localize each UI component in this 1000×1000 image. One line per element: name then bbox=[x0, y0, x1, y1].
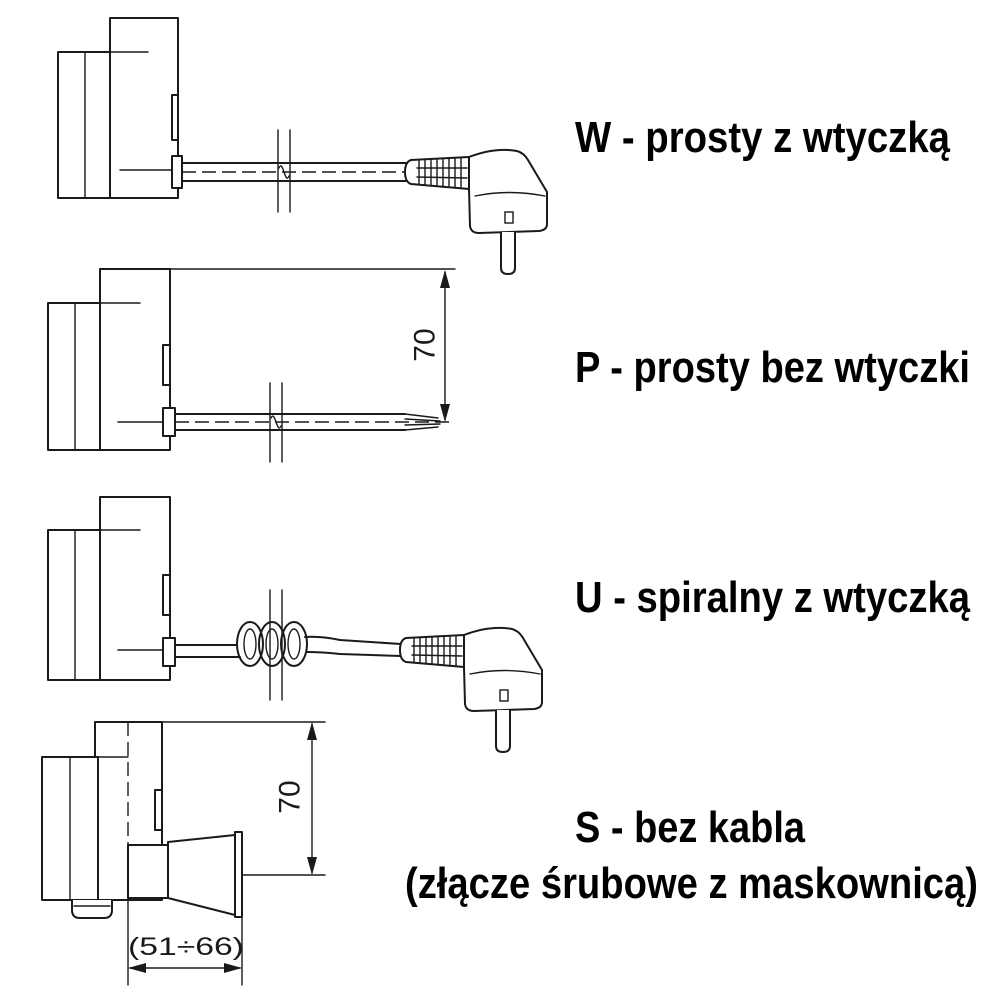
variant-w-label: W - prosty z wtyczką bbox=[575, 113, 950, 162]
side-button bbox=[162, 344, 171, 386]
plug-pin bbox=[495, 710, 511, 753]
thermostat-body bbox=[109, 17, 179, 199]
cover-flange bbox=[234, 831, 243, 918]
height-dimension: 70 bbox=[409, 270, 450, 422]
front-panel bbox=[47, 529, 101, 681]
plug-body bbox=[468, 148, 548, 234]
variant-s-drawing: 70 (51÷66) bbox=[41, 721, 326, 986]
bottom-knob bbox=[71, 900, 113, 919]
plug-earth-contact bbox=[499, 689, 509, 702]
plug-body bbox=[463, 626, 543, 712]
front-panel bbox=[47, 302, 101, 451]
variant-w-drawing bbox=[57, 17, 548, 275]
variant-s-note: (złącze śrubowe z maskownicą) bbox=[405, 859, 978, 908]
cable-break-mark bbox=[269, 589, 283, 701]
side-button bbox=[162, 574, 171, 616]
coil-loop bbox=[280, 621, 308, 667]
plug-earth-contact bbox=[504, 211, 514, 224]
wire-end bbox=[404, 426, 439, 431]
straight-cable bbox=[174, 413, 455, 431]
plug-pin bbox=[500, 232, 516, 275]
schuko-plug bbox=[404, 148, 548, 275]
coil-loop-inner bbox=[243, 628, 257, 660]
variant-s-label: S - bez kabla bbox=[575, 803, 805, 852]
grip-band bbox=[411, 654, 463, 657]
spiral-cable bbox=[174, 621, 402, 667]
side-button bbox=[154, 789, 163, 831]
depth-dimension-value: (51÷66) bbox=[128, 933, 244, 961]
variant-u-drawing bbox=[47, 496, 543, 753]
wire-end bbox=[404, 423, 441, 426]
wire-end bbox=[404, 418, 441, 422]
side-button bbox=[171, 94, 179, 141]
variant-p-label: P - prosty bez wtyczki bbox=[575, 343, 970, 392]
cable-gland bbox=[162, 637, 176, 667]
plug-grip-ribs bbox=[411, 635, 463, 667]
height-dimension-value: 70 bbox=[274, 780, 307, 813]
straight-cable bbox=[181, 162, 408, 182]
coil-loop bbox=[258, 621, 286, 667]
plug-face-edge bbox=[469, 669, 541, 675]
connector-neck bbox=[127, 844, 169, 899]
bare-wire-ends bbox=[404, 413, 441, 431]
cable-break-mark bbox=[277, 129, 291, 213]
plug-face-edge bbox=[474, 191, 546, 197]
thermostat-body bbox=[99, 496, 171, 681]
cable-gland bbox=[162, 407, 176, 437]
schuko-plug bbox=[399, 626, 543, 753]
plug-grip-ribs bbox=[416, 157, 468, 189]
depth-dimension: (51÷66) bbox=[127, 899, 244, 986]
arrowhead-up bbox=[307, 722, 317, 740]
coil-loop bbox=[236, 621, 264, 667]
cable-gland bbox=[171, 155, 183, 189]
coil-loop-inner bbox=[287, 628, 301, 660]
arrowhead-down bbox=[440, 404, 450, 422]
screw-connector bbox=[127, 831, 243, 918]
arrowhead-right bbox=[224, 963, 242, 973]
height-dimension: 70 bbox=[241, 722, 326, 876]
break-wave bbox=[278, 165, 290, 179]
thermostat-body bbox=[99, 268, 171, 451]
wire-end bbox=[404, 413, 439, 419]
knob-outline bbox=[71, 900, 113, 919]
grip-band bbox=[416, 176, 468, 179]
cable-edge-top bbox=[304, 635, 402, 645]
front-panel bbox=[57, 51, 111, 199]
variant-u-label: U - spiralny z wtyczką bbox=[575, 573, 970, 622]
cable-break-mark bbox=[269, 382, 283, 463]
cable-edge-bottom bbox=[306, 651, 402, 657]
break-wave bbox=[270, 415, 282, 429]
arrowhead-up bbox=[440, 270, 450, 288]
arrowhead-left bbox=[128, 963, 146, 973]
height-dimension-value: 70 bbox=[409, 328, 442, 361]
connector-cone bbox=[167, 834, 236, 916]
coil-loop-inner bbox=[265, 628, 279, 660]
arrowhead-down bbox=[307, 857, 317, 875]
variant-p-drawing: 70 bbox=[47, 268, 456, 463]
